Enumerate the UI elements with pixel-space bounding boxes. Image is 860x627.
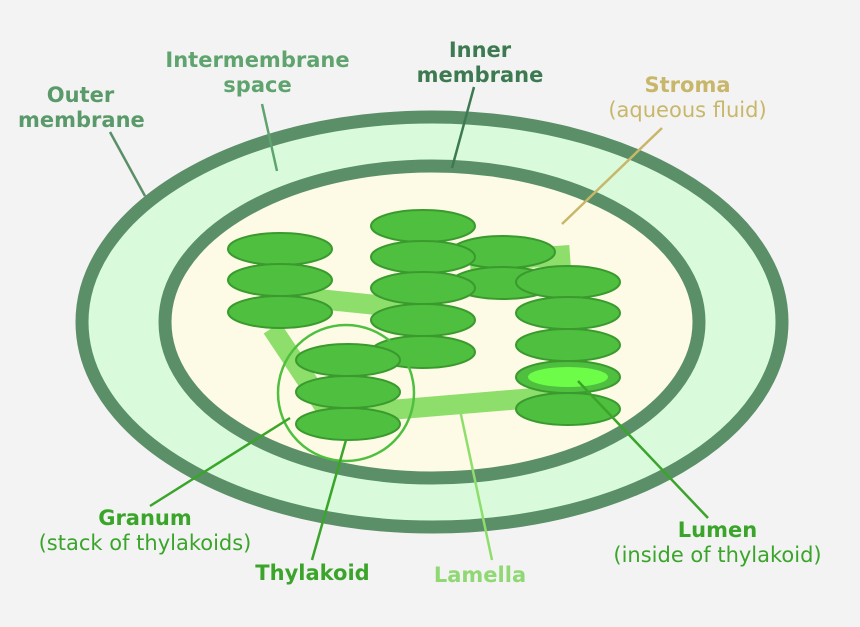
leader-lines bbox=[108, 86, 709, 561]
label-lumen-title: Lumen bbox=[677, 518, 758, 542]
label-outer-membrane-line1: Outer bbox=[46, 83, 115, 107]
label-stroma-note: (aqueous fluid) bbox=[608, 98, 767, 122]
granum-circle bbox=[276, 323, 416, 463]
thylakoid-stack-left bbox=[227, 232, 333, 329]
label-granum-note: (stack of thylakoids) bbox=[38, 531, 252, 555]
label-inner-membrane-line1: Inner bbox=[448, 38, 512, 62]
label-stroma-title: Stroma bbox=[644, 73, 731, 97]
thylakoid-stack-granum bbox=[295, 343, 401, 441]
label-granum-title: Granum bbox=[98, 506, 192, 530]
label-inner-membrane-line2: membrane bbox=[416, 63, 544, 87]
label-intermembrane-space-line1: Intermembrane bbox=[165, 48, 350, 72]
label-outer-membrane: Outer membrane bbox=[18, 83, 145, 133]
label-thylakoid: Thylakoid bbox=[255, 561, 370, 585]
label-outer-membrane-line2: membrane bbox=[18, 108, 145, 132]
label-lamella: Lamella bbox=[433, 563, 527, 587]
label-intermembrane-space: Intermembrane space bbox=[150, 48, 365, 98]
lumen-highlight bbox=[528, 367, 608, 387]
label-lumen: Lumen (inside of thylakoid) bbox=[595, 518, 840, 568]
thylakoid-stack-right bbox=[515, 265, 621, 426]
thylakoid-stack-center bbox=[370, 209, 476, 369]
label-lumen-note: (inside of thylakoid) bbox=[613, 543, 822, 567]
label-inner-membrane: Inner membrane bbox=[405, 38, 555, 88]
label-intermembrane-space-line2: space bbox=[223, 73, 292, 97]
label-stroma: Stroma (aqueous fluid) bbox=[585, 73, 790, 123]
label-granum: Granum (stack of thylakoids) bbox=[20, 506, 270, 556]
